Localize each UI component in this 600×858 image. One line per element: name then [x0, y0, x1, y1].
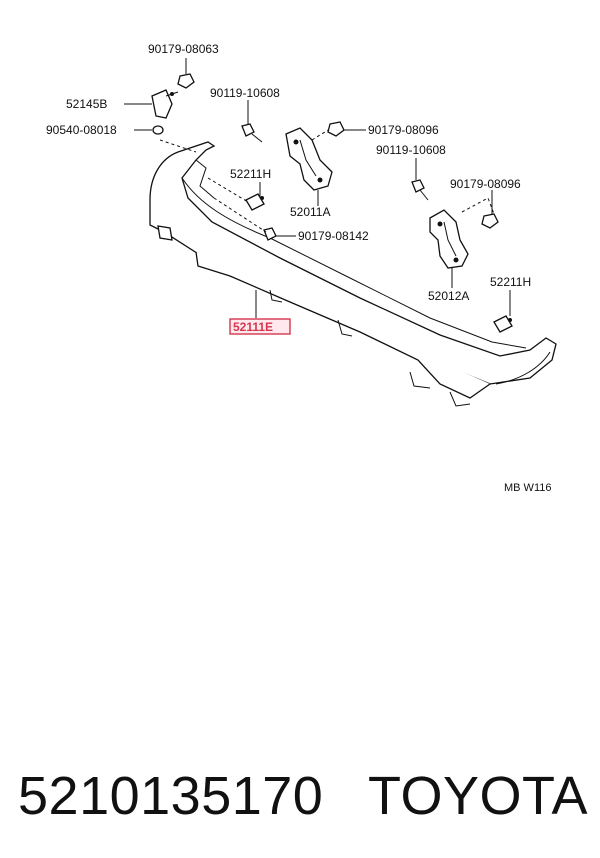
nut-right-icon[interactable] [481, 213, 499, 229]
washer-90540-08018-icon[interactable] [152, 125, 164, 135]
label-nut-right: 90179-08096 [450, 177, 521, 191]
nut-lower-icon[interactable] [263, 227, 277, 241]
label-spacer-right: 52211H [490, 275, 531, 289]
guide-left [159, 139, 197, 153]
guide-spacer-left [207, 177, 249, 203]
label-nut-top: 90179-08063 [148, 42, 219, 56]
bumper-part-label[interactable]: 52111E [229, 318, 291, 335]
figure-code: MB W116 [504, 482, 551, 494]
part-number: 5210135170 [18, 766, 324, 826]
label-spacer-left: 52211H [230, 167, 271, 181]
guide-center [311, 129, 329, 141]
bolt-right-icon[interactable] [411, 179, 429, 201]
guide-lower [213, 197, 267, 233]
label-stay-right: 52012A [428, 289, 469, 303]
label-bolt-center: 90119-10608 [210, 86, 280, 100]
spacer-right-icon[interactable] [493, 315, 513, 333]
guide-right [461, 197, 495, 215]
label-washer: 90540-08018 [46, 123, 117, 137]
nut-center-icon[interactable] [327, 121, 345, 137]
label-stay-left: 52011A [290, 205, 330, 219]
brand-name: TOYOTA [367, 766, 588, 826]
label-nut-center: 90179-08096 [368, 123, 439, 137]
parts-diagram: 90179-08063 52145B 90540-08018 90119-106… [46, 42, 557, 494]
nut-90179-08063-icon[interactable] [177, 73, 195, 89]
stay-left-bracket[interactable] [285, 127, 333, 191]
stay-right-bracket[interactable] [429, 209, 469, 269]
bumper-cover[interactable] [149, 141, 557, 407]
label-nut-lower: 90179-08142 [298, 229, 369, 243]
label-bumper: 52111E [233, 320, 273, 334]
label-bracket-left: 52145B [66, 97, 107, 111]
footer: 5210135170 TOYOTA [18, 756, 588, 836]
spacer-left-icon[interactable] [245, 193, 265, 211]
label-bolt-right: 90119-10608 [376, 143, 446, 157]
bracket-52145b[interactable] [151, 89, 179, 119]
bolt-center-icon[interactable] [241, 123, 263, 143]
